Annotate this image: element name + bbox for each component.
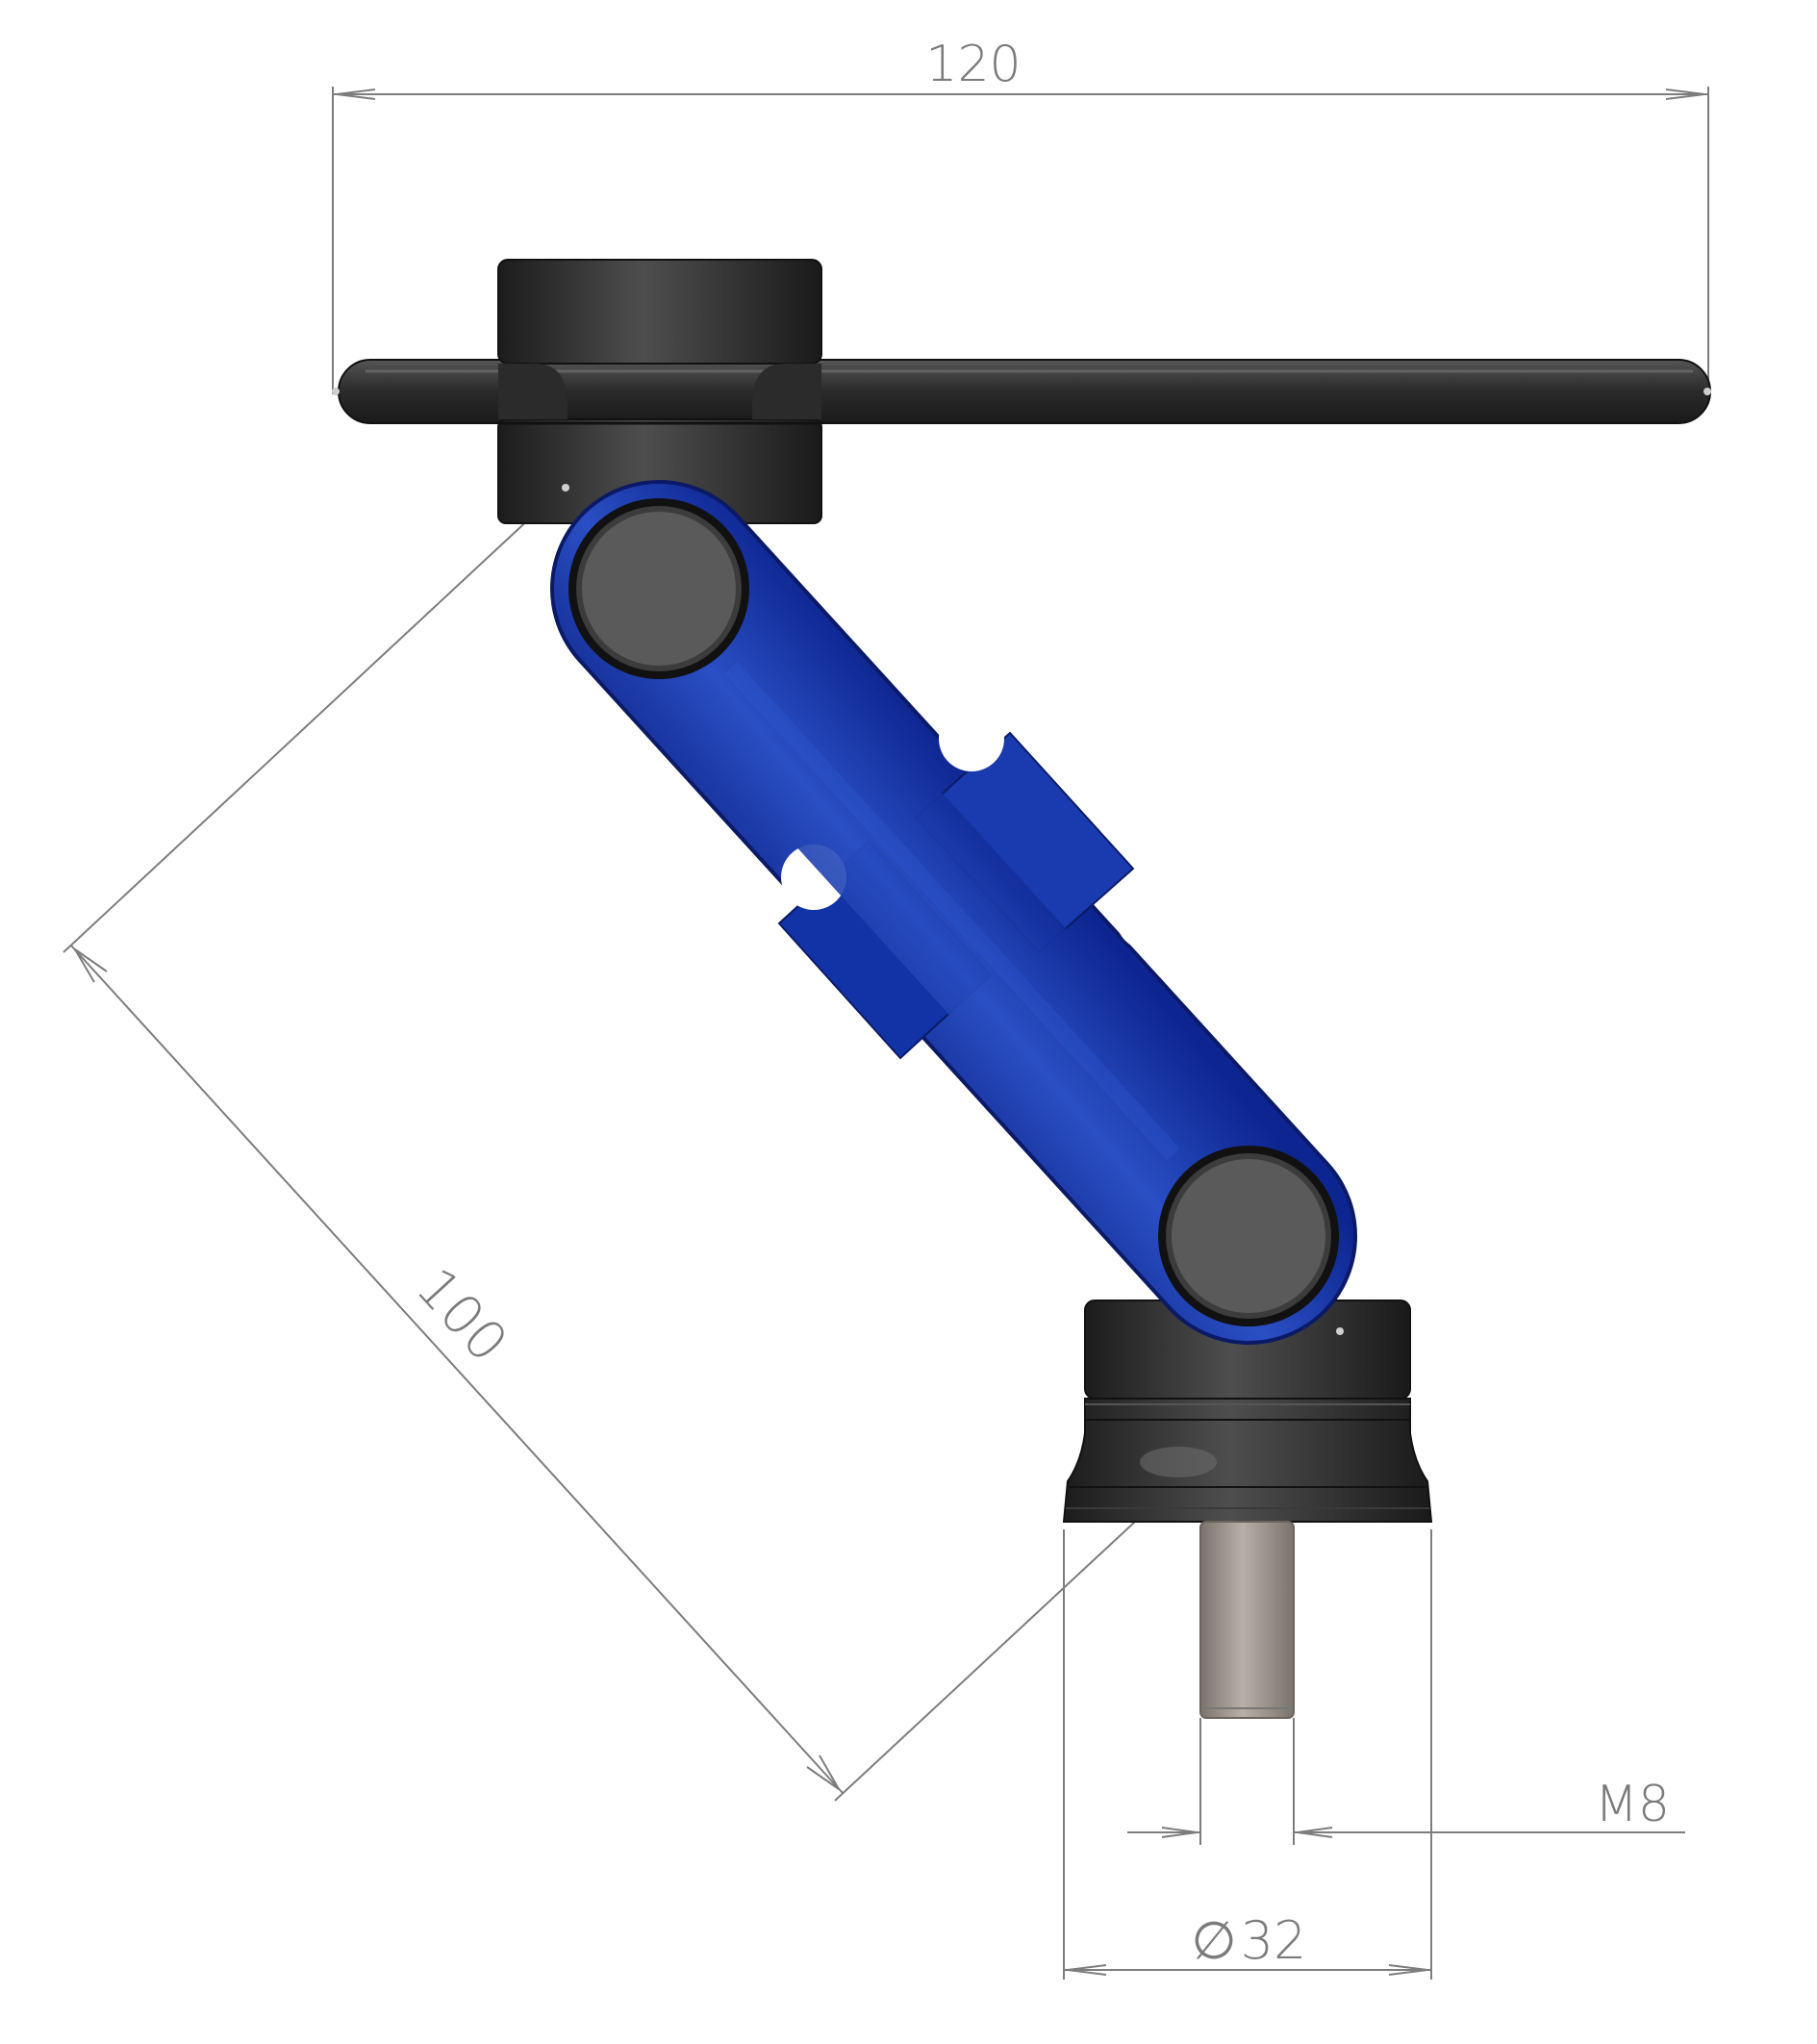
dimension-label-base: 32 [1241, 1910, 1307, 1971]
top-clamp-block [497, 259, 822, 524]
blue-swing-arm [550, 480, 1357, 1345]
bottom-base-knob [1062, 1300, 1433, 1523]
threaded-stud [1199, 1521, 1295, 1719]
dimension-base-diameter: ∅ 32 [1063, 1529, 1432, 1980]
pivot-joint-top [568, 498, 749, 679]
arrowhead-right [1665, 88, 1705, 100]
dimension-line-arm [70, 945, 844, 1794]
dimension-label-width: 120 [925, 36, 1021, 93]
arrowhead-left [336, 88, 376, 100]
pivot-joint-bottom [1158, 1146, 1339, 1326]
reference-points [332, 388, 1711, 1335]
arrowhead-thread-left [1161, 1827, 1198, 1838]
arrowhead-arm-top [74, 948, 108, 983]
arrowhead-thread-right [1297, 1827, 1333, 1838]
dimension-width: 120 [332, 36, 1709, 394]
arrowhead-arm-bottom [806, 1754, 840, 1790]
dimension-label-arm: 100 [404, 1256, 519, 1375]
extension-line-top-joint [63, 488, 563, 953]
dimension-label-thread: M8 [1595, 1776, 1670, 1833]
arrowhead-base-right [1388, 1964, 1428, 1976]
arrowhead-base-left [1067, 1964, 1107, 1976]
dimension-thread: M8 [1127, 1718, 1685, 1845]
diameter-symbol: ∅ [1191, 1910, 1236, 1971]
